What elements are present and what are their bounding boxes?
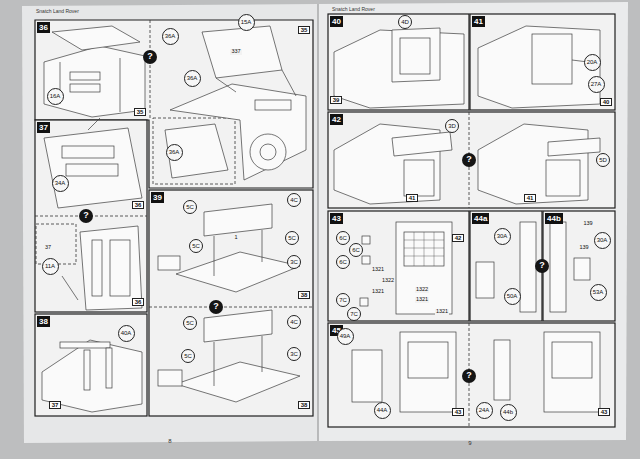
part-number: 337 (230, 49, 241, 55)
part-callout: 30A (494, 228, 511, 245)
alternative-marker: ? (535, 259, 549, 273)
part-callout: 11A (42, 258, 59, 275)
step-ref: 38 (298, 291, 311, 299)
step-ref: 38 (298, 401, 311, 409)
step-ref: 42 (452, 234, 465, 242)
step-panel: 39 (149, 190, 313, 416)
part-callout: 30A (594, 232, 611, 249)
step-panel: 44b (543, 211, 615, 321)
alternative-marker: ? (462, 153, 476, 167)
part-callout: 7C (347, 307, 361, 321)
part-callout: 53A (590, 284, 607, 301)
part-number: 1321 (435, 309, 449, 315)
step-panel: 40 (328, 14, 469, 110)
part-callout: 50A (504, 288, 521, 305)
part-number: 139 (582, 221, 593, 227)
step-ref: 35 (134, 108, 147, 116)
part-number: 1321 (371, 267, 385, 273)
page-number: 9 (468, 440, 471, 446)
part-number: 37 (44, 245, 52, 251)
part-callout: 36A (162, 28, 179, 45)
step-ref: 41 (524, 194, 537, 202)
part-number: 1 (233, 235, 238, 241)
part-callout: 7C (336, 293, 350, 307)
part-callout: 49A (337, 328, 354, 345)
model-sketches (42, 26, 600, 412)
step-ref: 43 (598, 408, 611, 416)
part-callout: 27A (588, 76, 605, 93)
step-ref: 39 (330, 96, 343, 104)
step-number: 39 (151, 192, 164, 203)
part-callout: 5C (285, 231, 299, 245)
step-ref: 35 (298, 26, 311, 34)
page-header: Snatch Land Rover (36, 8, 79, 14)
alternative-marker: ? (462, 369, 476, 383)
part-callout: 40A (118, 325, 135, 342)
step-ref: 41 (406, 194, 419, 202)
spine (317, 4, 319, 441)
page-header: Snatch Land Rover (332, 6, 375, 12)
part-callout: 6C (336, 231, 350, 245)
left-page (22, 4, 318, 443)
part-callout: 16A (47, 88, 64, 105)
part-number: 139 (578, 245, 589, 251)
step-ref: 36 (132, 201, 145, 209)
part-callout: 5D (596, 153, 610, 167)
part-number: 1321 (415, 297, 429, 303)
part-number: 1321 (371, 289, 385, 295)
part-callout: 24A (476, 402, 493, 419)
step-number: 43 (330, 213, 343, 224)
page-number: 8 (168, 438, 171, 444)
step-number: 40 (330, 16, 343, 27)
step-number: 44b (545, 213, 563, 224)
step-number: 42 (330, 114, 343, 125)
part-callout: 5C (183, 200, 197, 214)
part-callout: 20A (584, 54, 601, 71)
part-callout: 3C (287, 347, 301, 361)
step-number: 41 (472, 16, 485, 27)
part-callout: 5C (183, 316, 197, 330)
part-number: 1322 (415, 287, 429, 293)
step-ref: 37 (49, 401, 62, 409)
part-callout: 6C (349, 243, 363, 257)
panel-frames (35, 14, 615, 427)
part-callout: 5C (189, 239, 203, 253)
step-ref: 43 (452, 408, 465, 416)
step-panel: 43 (328, 211, 469, 321)
step-number: 38 (37, 316, 50, 327)
part-number: 1322 (381, 278, 395, 284)
right-page (318, 2, 628, 441)
part-callout: 4D (398, 15, 412, 29)
step-ref: 36 (132, 298, 145, 306)
part-callout: 44A (374, 402, 391, 419)
alternative-marker: ? (143, 50, 157, 64)
part-callout: 36A (184, 70, 201, 87)
step-number: 37 (37, 122, 50, 133)
step-ref: 40 (600, 98, 613, 106)
alternative-marker: ? (209, 300, 223, 314)
step-panel: 44a (470, 211, 542, 321)
part-callout: 4C (287, 193, 301, 207)
part-callout: 5C (181, 349, 195, 363)
part-callout: 6C (336, 255, 350, 269)
step-number: 44a (472, 213, 489, 224)
part-callout: 3C (287, 255, 301, 269)
part-callout: 3D (445, 119, 459, 133)
alternative-dividers (35, 20, 469, 427)
part-callout: 44b (500, 404, 517, 421)
part-callout: 4C (287, 315, 301, 329)
alternative-marker: ? (79, 209, 93, 223)
part-callout: 36A (166, 144, 183, 161)
part-callout: 15A (238, 14, 255, 31)
part-callout: 34A (52, 175, 69, 192)
instruction-page: Snatch Land Rover 36 37 38 39 (22, 6, 318, 442)
step-number: 36 (37, 22, 50, 33)
